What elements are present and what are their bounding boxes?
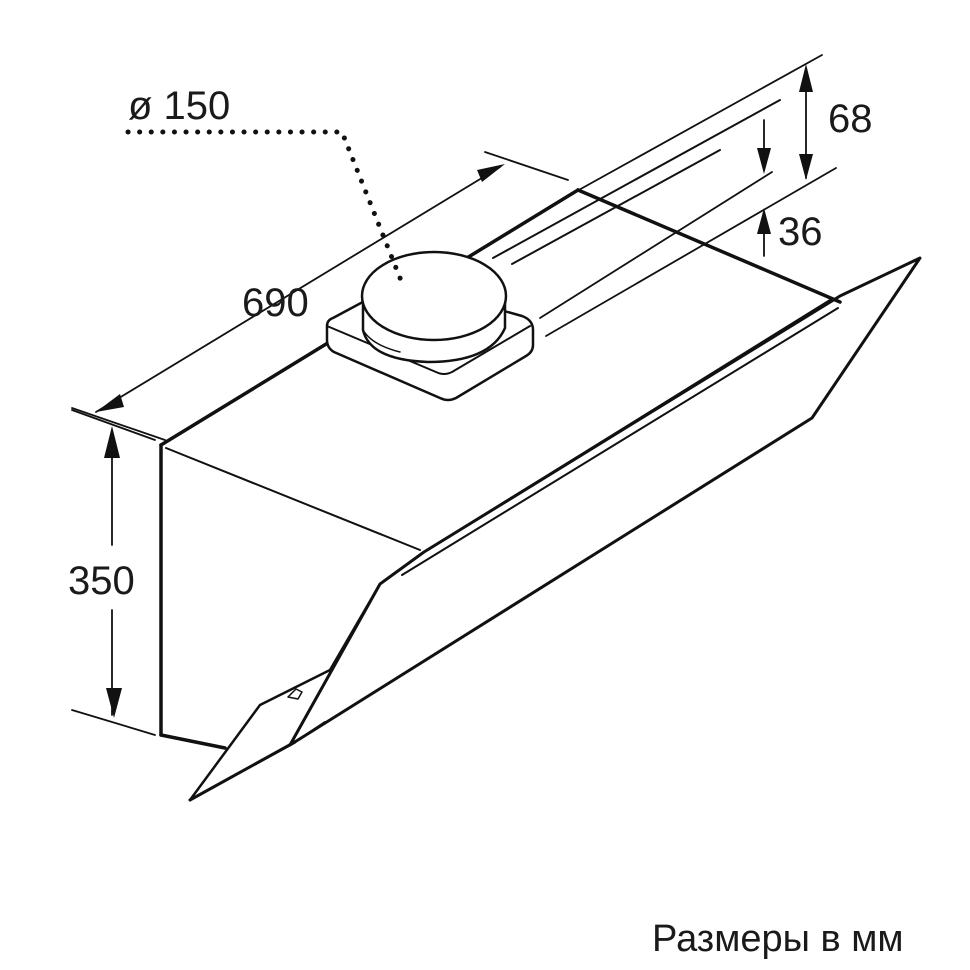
hood-body (159, 99, 842, 750)
duct-diameter-label: ø 150 (128, 84, 231, 128)
units-caption: Размеры в мм (652, 918, 904, 960)
diameter-leader (125, 129, 407, 291)
height-label: 350 (68, 559, 135, 603)
height-dimension-line (71, 409, 156, 736)
glass-panel (188, 256, 922, 802)
depth-dimension-line (71, 151, 569, 441)
top-offset-label: 68 (828, 97, 873, 141)
offset-dimension-lines (539, 54, 837, 337)
rear-offset-label: 36 (778, 210, 823, 254)
depth-label: 690 (242, 281, 309, 325)
duct-collar (325, 250, 535, 402)
